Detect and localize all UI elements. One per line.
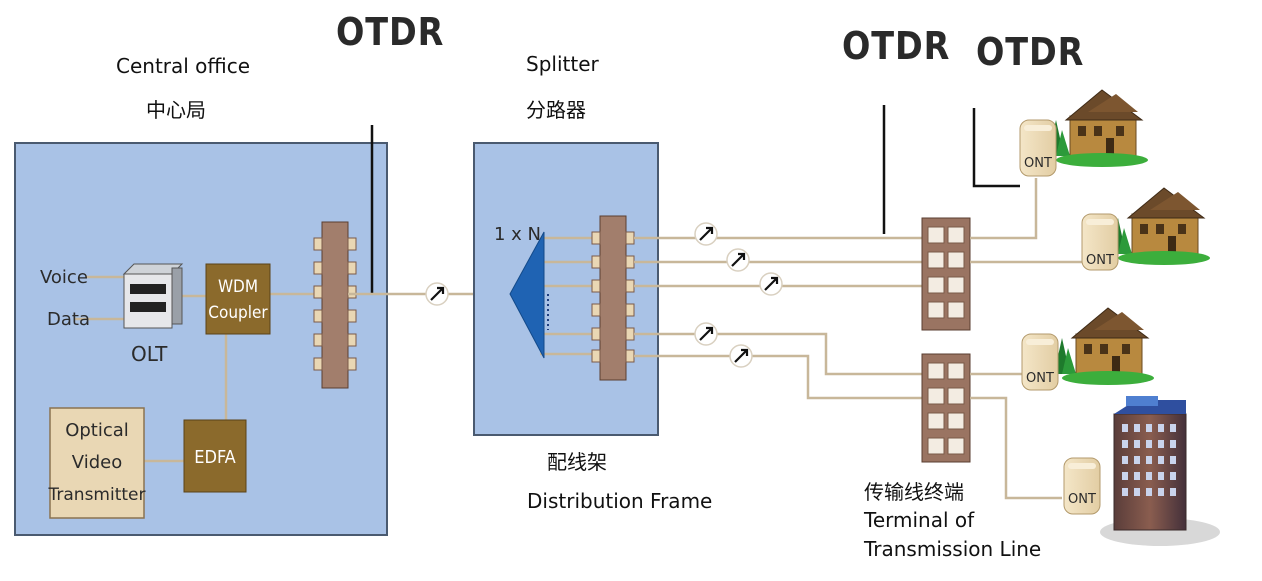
- wdm-label-1: WDM: [218, 277, 258, 297]
- ont-label: ONT: [1086, 253, 1114, 268]
- distribution-fibers: [634, 236, 922, 400]
- splitter-patch-panel: [591, 215, 635, 381]
- data-label: Data: [47, 309, 90, 330]
- direction-arrow-icon: [758, 271, 784, 297]
- direction-arrow-icon: [424, 281, 450, 307]
- distribution-frame-label: Distribution Frame: [527, 489, 713, 513]
- ont-device-2: ONT: [1081, 213, 1119, 271]
- central-office-cn-label: 中心局: [146, 98, 206, 122]
- terminal-cn-label: 传输线终端: [864, 480, 964, 504]
- splitter-label: Splitter: [526, 52, 599, 76]
- ont-device-3: ONT: [1021, 333, 1059, 391]
- splitter-fibers: [540, 236, 600, 356]
- central-patch-panel: [313, 221, 357, 389]
- optical-video-transmitter: [49, 407, 145, 519]
- otdr-label-3: OTDR: [976, 30, 1085, 74]
- direction-arrow-icon: [693, 221, 719, 247]
- edfa-label: EDFA: [194, 447, 235, 468]
- edfa-box: [183, 419, 247, 493]
- house-icon: [1047, 89, 1149, 168]
- distribution-frame-cn-label: 配线架: [547, 450, 607, 474]
- direction-arrow-icon: [693, 321, 719, 347]
- splitter-triangle: [509, 231, 545, 359]
- terminal-box-1: [921, 217, 971, 331]
- splitter-cn-label: 分路器: [526, 98, 586, 122]
- terminal-label-line2: Transmission Line: [864, 537, 1042, 561]
- terminal-label-line1: Terminal of: [864, 508, 975, 532]
- wdm-label-2: Coupler: [208, 303, 268, 323]
- ont-label: ONT: [1024, 156, 1052, 171]
- olt-device: [122, 263, 184, 329]
- house-icon: [1109, 187, 1211, 266]
- voice-label: Voice: [40, 267, 88, 288]
- direction-arrow-icon: [728, 343, 754, 369]
- splitter-ratio-label: 1 x N: [494, 224, 541, 245]
- central-office-label: Central office: [116, 54, 251, 78]
- ont-device-1: ONT: [1019, 119, 1057, 177]
- olt-label: OLT: [131, 342, 168, 366]
- wdm-coupler: [205, 263, 271, 335]
- office-building-icon: [1100, 396, 1220, 546]
- otdr-label-1: OTDR: [336, 10, 445, 54]
- ont-device-4: ONT: [1063, 457, 1101, 515]
- ont-label: ONT: [1068, 492, 1096, 507]
- ovt-label-3: Transmitter: [48, 485, 146, 505]
- ont-label: ONT: [1026, 371, 1054, 386]
- ovt-label-1: Optical: [65, 420, 129, 441]
- terminal-box-2: [921, 353, 971, 463]
- otdr-probe-line-3: [972, 108, 1020, 188]
- drop-fibers: [970, 178, 1082, 500]
- house-icon: [1053, 307, 1155, 386]
- ovt-label-2: Video: [72, 452, 122, 473]
- otdr-label-2: OTDR: [842, 24, 951, 68]
- internal-fibers: [74, 275, 322, 463]
- direction-arrow-icon: [725, 247, 751, 273]
